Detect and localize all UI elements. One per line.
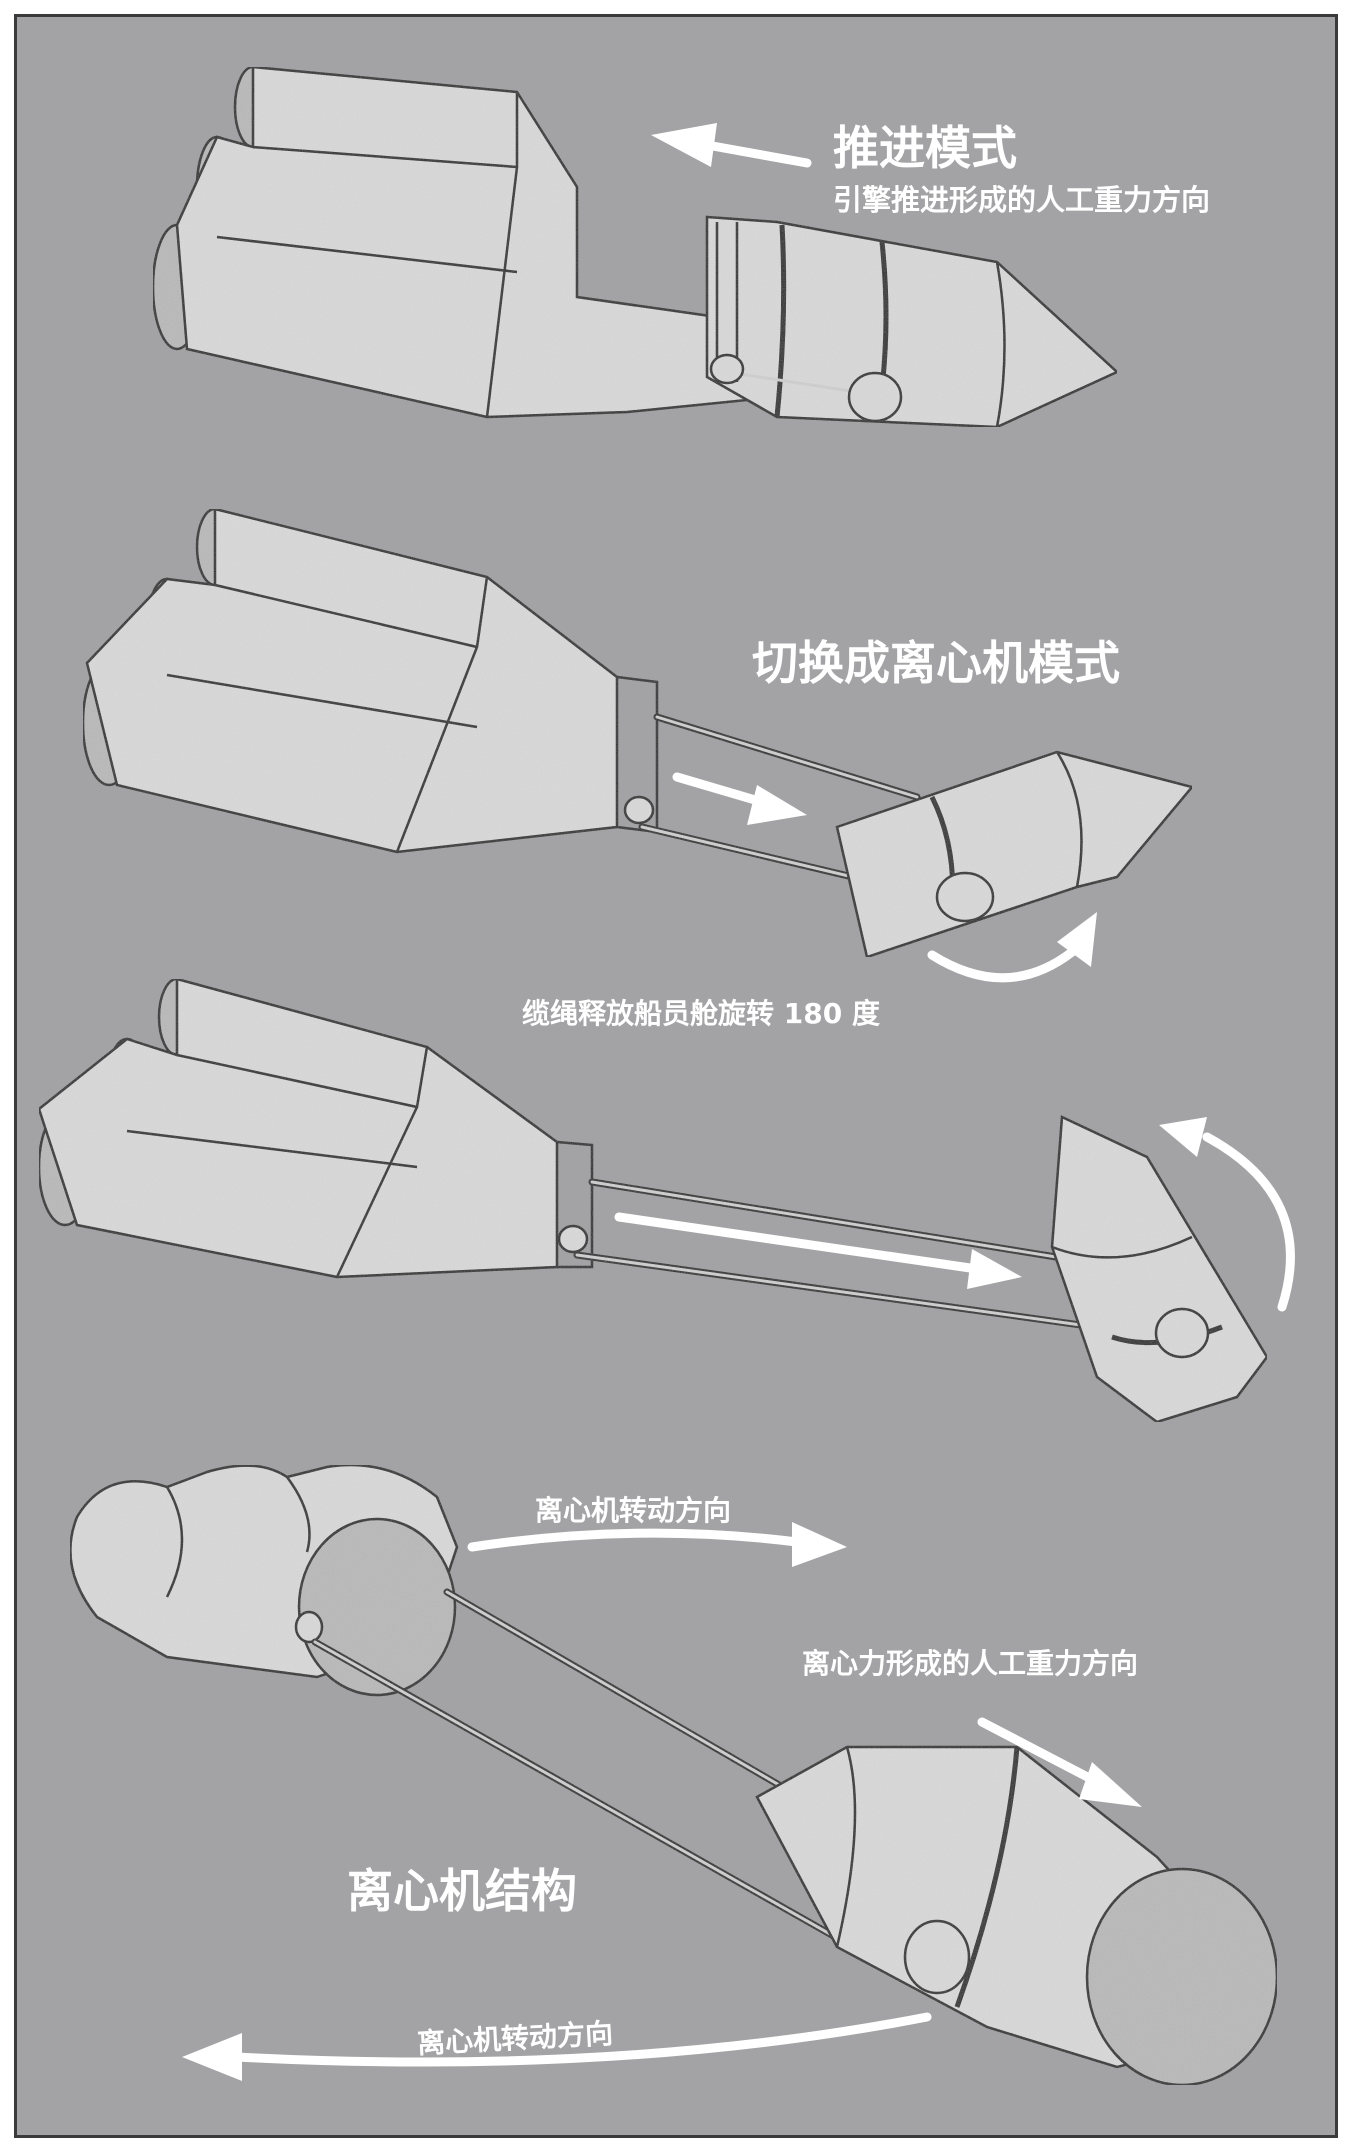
stage3-crew-module [1050, 1115, 1269, 1424]
stage1-spacecraft [151, 65, 1120, 429]
stage1-subtitle: 引擎推进形成的人工重力方向 [833, 183, 1211, 217]
stage1-cone-seam [485, 92, 519, 418]
stage3-module-pod [1154, 1307, 1210, 1359]
stage4-module-band [954, 1746, 1020, 2008]
stage2-nose-seam [1055, 751, 1083, 888]
stage1-hub [709, 353, 745, 385]
stage3-rotation-arrow [1159, 1117, 1295, 1312]
stage4-hub [294, 1610, 324, 1644]
stage3-spacecraft [37, 977, 1269, 1424]
stage2-caption: 缆绳释放船员舱旋转 180 度 [522, 997, 880, 1030]
stage4-engine-face [297, 1517, 457, 1697]
spacecraft-diagram [37, 65, 1295, 2087]
stage1-title: 推进模式 [833, 121, 1017, 175]
stage1-module-pod [847, 371, 903, 423]
stage3-cone-seam [335, 1046, 429, 1278]
stage4-module-pod [903, 1919, 971, 1995]
stage3-hub [557, 1224, 589, 1254]
stage1-tether [725, 370, 859, 394]
stage4-tank-seam [285, 1476, 311, 1553]
diagram-frame: 推进模式 引擎推进形成的人工重力方向 切换成离心机模式 缆绳释放船员舱旋转 18… [14, 14, 1338, 2138]
stage4-rotation-arrow-bottom [182, 2012, 932, 2081]
stage2-hull [85, 507, 619, 854]
stage4-module-end-face [1085, 1867, 1279, 2087]
stage3-tank-seam [126, 1129, 418, 1169]
stage1-thrust-arrow [651, 123, 812, 168]
stage1-module-band [774, 224, 787, 418]
stage3-docking-ring [556, 1140, 594, 1269]
stage4-force-label: 离心力形成的人工重力方向 [802, 1647, 1139, 1680]
stage4-title: 离心机结构 [347, 1864, 577, 1918]
stage2-tether-arrow [672, 772, 807, 825]
stage4-tank-seam [165, 1486, 184, 1598]
stage2-hub [623, 795, 655, 825]
stage3-hull [37, 977, 559, 1279]
stage1-crew-module [705, 215, 1120, 429]
stage4-spacecraft [69, 1463, 1279, 2087]
stage2-tank-seam [214, 583, 478, 649]
stage3-nose-seam [1051, 1235, 1193, 1259]
stage2-rotation-arrow [927, 912, 1097, 983]
stage2-spacecraft [81, 507, 1195, 959]
stage2-tank-seam [166, 673, 478, 729]
stage4-nose-seam [835, 1746, 857, 1948]
stage4-rotation-arrow-top [467, 1522, 847, 1567]
stage3-tether-arrow [614, 1212, 1022, 1289]
stage2-title: 切换成离心机模式 [752, 636, 1120, 690]
stage3-tank-seam [176, 1053, 418, 1109]
stage2-module-pod [935, 871, 995, 923]
stage1-nose-seam [995, 261, 1006, 428]
stage1-tank-seam [216, 235, 518, 274]
stage1-tank-seam [252, 145, 518, 169]
stage4-rotation-label-top: 离心机转动方向 [535, 1494, 732, 1527]
stage1-hull [175, 65, 779, 419]
stage4-force-arrow [977, 1717, 1142, 1807]
stage2-cone-seam [395, 576, 489, 853]
stage2-docking-ring [616, 675, 659, 834]
stage2-crew-module [835, 750, 1195, 959]
